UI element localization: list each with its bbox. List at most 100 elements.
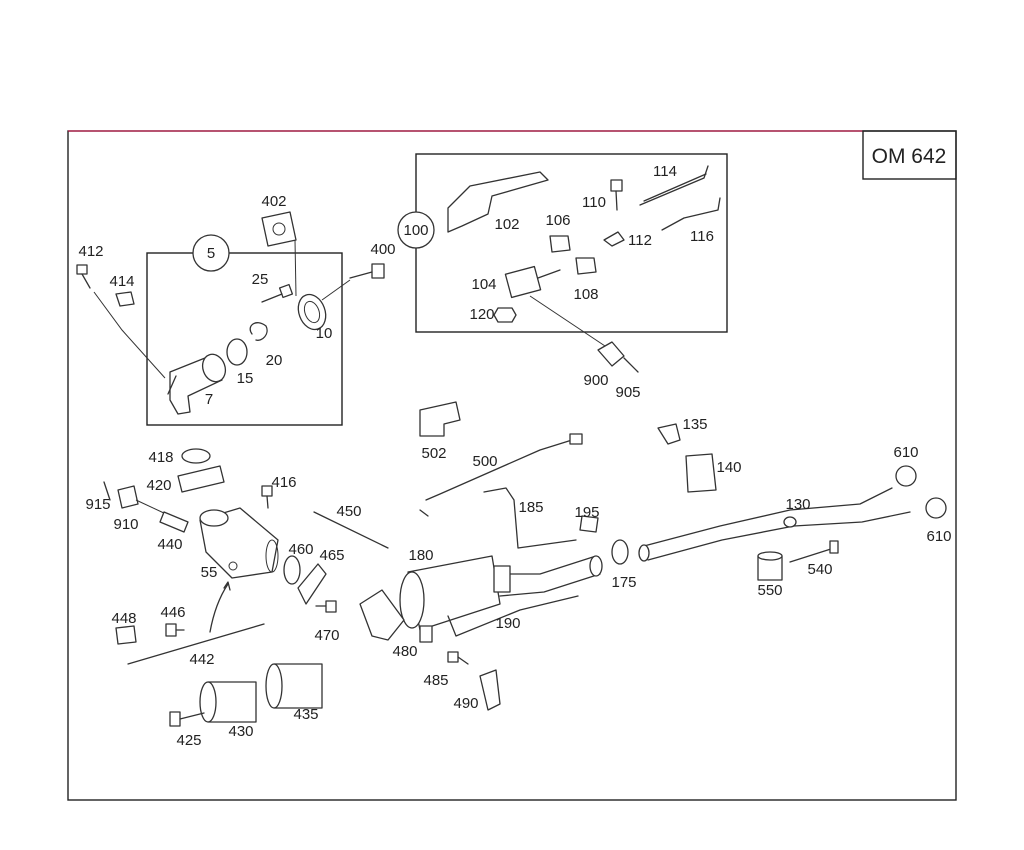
label-905: 905 — [615, 384, 640, 401]
label-490: 490 — [453, 695, 478, 712]
arrow-442 — [209, 583, 229, 633]
clip-414 — [115, 291, 135, 307]
seal-ring-15 — [226, 338, 248, 366]
flange-420 — [177, 465, 225, 493]
label-465: 465 — [319, 547, 344, 564]
label-460: 460 — [288, 541, 313, 558]
label-116: 116 — [690, 228, 714, 245]
pin-915 — [103, 481, 111, 501]
bolt-110 — [610, 179, 623, 211]
label-55: 55 — [201, 564, 218, 581]
label-900: 900 — [583, 372, 608, 389]
label-430: 430 — [228, 723, 253, 740]
clip-106 — [549, 235, 571, 253]
label-140: 140 — [716, 459, 741, 476]
bolt-485 — [447, 651, 469, 665]
label-402: 402 — [261, 193, 286, 210]
clamp-195 — [579, 515, 599, 533]
label-190: 190 — [495, 615, 520, 632]
label-418: 418 — [148, 449, 173, 466]
sensor-900 — [597, 341, 625, 367]
label-175: 175 — [611, 574, 636, 591]
leader-412 — [93, 291, 166, 379]
label-10: 10 — [316, 325, 333, 342]
label-485: 485 — [423, 672, 448, 689]
label-610-top: 610 — [893, 444, 918, 461]
label-448: 448 — [111, 610, 136, 627]
line-114 — [639, 165, 709, 206]
bolt-425 — [169, 711, 205, 727]
label-112: 112 — [628, 232, 652, 249]
sensor-104 — [504, 265, 561, 299]
label-412: 412 — [78, 243, 103, 260]
label-120: 120 — [469, 306, 494, 323]
gasket-465 — [297, 563, 327, 605]
label-130: 130 — [785, 496, 810, 513]
label-480: 480 — [392, 643, 417, 660]
bolt-446 — [165, 623, 185, 637]
label-470: 470 — [314, 627, 339, 644]
line-190 — [447, 595, 579, 637]
part-480 — [419, 625, 433, 643]
clamp-610-right — [925, 497, 947, 519]
leader-400 — [321, 279, 351, 301]
bolt-416 — [261, 485, 273, 509]
label-550: 550 — [757, 582, 782, 599]
label-440: 440 — [157, 536, 182, 553]
label-446: 446 — [160, 604, 185, 621]
label-450: 450 — [336, 503, 361, 520]
bracket-490 — [479, 669, 501, 711]
sensor-440 — [159, 511, 189, 533]
clip-108 — [575, 257, 597, 275]
leader-402 — [294, 239, 297, 297]
pin-905 — [623, 357, 639, 373]
group-5-label: 5 — [207, 245, 215, 262]
rubber-550 — [757, 551, 783, 581]
label-20: 20 — [266, 352, 283, 369]
silencer-430 — [199, 681, 257, 723]
sensor-450 — [313, 511, 389, 549]
part-135 — [657, 423, 681, 445]
label-414: 414 — [109, 273, 134, 290]
bracket-102 — [447, 171, 549, 233]
clip-448 — [115, 625, 137, 645]
bolt-470 — [315, 600, 337, 613]
silencer-435 — [265, 663, 323, 709]
line-185 — [483, 487, 577, 549]
label-435: 435 — [293, 706, 318, 723]
label-114: 114 — [653, 163, 677, 180]
label-442: 442 — [189, 651, 214, 668]
label-500: 500 — [472, 453, 497, 470]
group-100-box: 100 — [397, 153, 728, 333]
label-420: 420 — [146, 477, 171, 494]
bracket-502 — [419, 401, 461, 437]
clamp-610-top — [895, 465, 917, 487]
label-104: 104 — [471, 276, 496, 293]
label-110: 110 — [582, 194, 606, 211]
label-180: 180 — [408, 547, 433, 564]
engine-label: OM 642 — [872, 145, 947, 168]
clamp-10 — [297, 293, 327, 331]
group-5-box: 5 — [146, 234, 343, 426]
bolt-400 — [349, 263, 385, 279]
label-135: 135 — [682, 416, 707, 433]
sensor-442 — [127, 623, 265, 665]
group-100-circle — [397, 211, 435, 249]
clamp-20 — [249, 322, 268, 341]
label-7: 7 — [205, 391, 213, 408]
particulate-filter-180 — [359, 555, 603, 641]
bolt-412 — [76, 264, 91, 289]
bolt-25 — [261, 283, 294, 303]
clamp-175 — [611, 539, 629, 565]
label-108: 108 — [573, 286, 598, 303]
label-425: 425 — [176, 732, 201, 749]
catalytic-converter-55 — [199, 507, 279, 579]
label-102: 102 — [494, 216, 519, 233]
leader-900 — [529, 295, 606, 347]
label-185: 185 — [518, 499, 543, 516]
mount-140 — [685, 453, 717, 493]
label-910: 910 — [113, 516, 138, 533]
pipe-130 — [638, 487, 911, 562]
group-100-label: 100 — [403, 222, 428, 239]
label-15: 15 — [237, 370, 254, 387]
